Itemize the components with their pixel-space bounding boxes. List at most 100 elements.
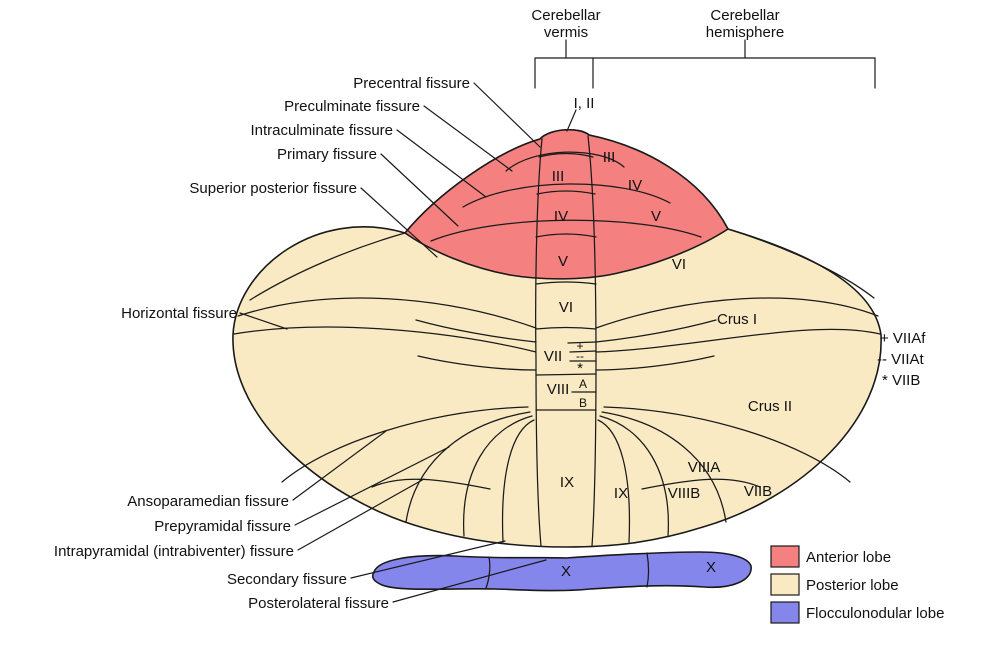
lobule-v-vermis-label: V xyxy=(558,253,568,270)
i-ii-leader-line xyxy=(566,109,577,132)
precentral-fissure-label: Precentral fissure xyxy=(353,75,470,92)
ansoparamedian-line-right xyxy=(603,406,851,483)
anterior-lobe-swatch xyxy=(770,545,800,568)
legend: Anterior lobe Posterior lobe Flocculonod… xyxy=(770,545,944,624)
precentral-fissure-line xyxy=(505,151,625,172)
vermis-right-edge xyxy=(587,135,597,547)
intrapyramidal-leader xyxy=(297,478,425,551)
vii-sublobule-key: + VIIAf -- VIIAt * VIIB xyxy=(877,330,926,389)
lobule-viii-label: VIII xyxy=(547,381,570,398)
vermis-line-vii-1 xyxy=(567,341,597,344)
lobule-viib-label: VIIB xyxy=(744,483,772,500)
key-viiat: -- VIIAt xyxy=(877,351,925,368)
viiib-boundary-left xyxy=(463,415,533,537)
horizontal-fissure-left xyxy=(233,326,537,353)
lobule-iv-hemisphere-label: IV xyxy=(628,177,642,194)
lobule-vii-label: VII xyxy=(544,348,562,365)
lobule-labels: I, II III III IV IV V V VI VI VII + -- *… xyxy=(544,95,792,580)
vii-plus-mark: + xyxy=(576,339,583,353)
prepyramidal-line-right xyxy=(601,411,727,523)
vii-hemisphere-line-right-1 xyxy=(595,319,717,343)
ix-boundary-right xyxy=(597,419,631,543)
vii-hemisphere-line-left-2 xyxy=(417,355,537,371)
posterolateral-fissure-label: Posterolateral fissure xyxy=(248,595,389,612)
primary-fissure-left xyxy=(249,232,406,301)
preculminate-fissure-label: Preculminate fissure xyxy=(284,98,420,115)
lobule-iii-hemisphere-label: III xyxy=(603,149,616,166)
vermis-line-superior-posterior xyxy=(535,326,597,330)
preculminate-leader xyxy=(423,105,513,172)
lobule-viiib-label: VIIIB xyxy=(668,485,701,502)
vermis-header-line1: Cerebellar xyxy=(531,7,600,24)
crus-ii-label: Crus II xyxy=(748,398,792,415)
flocculonodular-lobe-legend-label: Flocculonodular lobe xyxy=(806,605,944,622)
lobule-v-hemisphere-label: V xyxy=(651,208,661,225)
prepyramidal-fissure-label: Prepyramidal fissure xyxy=(154,518,291,535)
leader-lines xyxy=(239,82,547,603)
vermis-left-edge xyxy=(535,138,543,547)
posterior-lobe-swatch xyxy=(770,573,800,596)
lobule-ix-vermis-label: IX xyxy=(560,474,574,491)
lobule-ix-hemisphere-label: IX xyxy=(614,485,628,502)
ix-boundary-left xyxy=(501,419,535,543)
posterior-lobe-legend-label: Posterior lobe xyxy=(806,577,899,594)
preculminate-fissure-line xyxy=(462,183,671,208)
posterolateral-leader xyxy=(392,559,547,603)
vermis-line-primary xyxy=(535,281,597,285)
viii-b-label: B xyxy=(579,396,587,410)
lobule-x-hemisphere-label: X xyxy=(706,559,716,576)
vermis-header-line2: vermis xyxy=(544,24,588,41)
vermis-line-precentral xyxy=(538,152,594,158)
intraculminate-fissure-label: Intraculminate fissure xyxy=(250,122,393,139)
vermis-bracket xyxy=(534,39,594,89)
lobule-vi-vermis-label: VI xyxy=(559,299,573,316)
intrapyramidal-line-right xyxy=(641,478,761,490)
lobule-x-vermis-label: X xyxy=(561,563,571,580)
vii-hemisphere-line-right-2 xyxy=(595,355,715,371)
horizontal-fissure-label: Horizontal fissure xyxy=(121,305,237,322)
viii-a-label: A xyxy=(579,377,587,391)
primary-fissure-right xyxy=(727,228,875,299)
vermis-line-intraculminate xyxy=(535,233,597,238)
superior-posterior-fissure-right xyxy=(595,297,879,329)
horizontal-leader xyxy=(239,312,288,330)
fissure-labels: Precentral fissure Preculminate fissure … xyxy=(54,75,470,612)
intrapyramidal-fissure-label: Intrapyramidal (intrabiventer) fissure xyxy=(54,543,294,560)
secondary-leader xyxy=(350,540,506,579)
regions xyxy=(232,129,882,592)
vermis-line-vii-4 xyxy=(535,373,597,376)
intraculminate-fissure-line xyxy=(430,219,702,242)
ansoparamedian-fissure-label: Ansoparamedian fissure xyxy=(127,493,289,510)
flocculonodular-lobe-region xyxy=(371,551,752,592)
lobule-viiia-label: VIIIA xyxy=(688,459,721,476)
header-brackets xyxy=(534,39,876,132)
lobule-i-ii-label: I, II xyxy=(574,95,595,112)
lobule-iii-vermis-label: III xyxy=(552,168,565,185)
vii-star-mark: * xyxy=(577,360,583,377)
header-labels: Cerebellar vermis Cerebellar hemisphere xyxy=(531,7,784,41)
flocculonodular-divider-left xyxy=(485,556,491,589)
vermis-line-vii-2 xyxy=(569,350,597,353)
primary-fissure-label: Primary fissure xyxy=(277,146,377,163)
precentral-leader xyxy=(473,82,541,148)
intraculminate-leader xyxy=(396,129,487,198)
ansoparamedian-leader xyxy=(292,430,387,501)
hemisphere-header-line2: hemisphere xyxy=(706,24,784,41)
key-viib: * VIIB xyxy=(882,372,920,389)
superior-posterior-leader xyxy=(360,187,438,258)
primary-leader xyxy=(380,153,459,227)
key-viiaf: + VIIAf xyxy=(880,330,926,347)
crus-i-label: Crus I xyxy=(717,311,757,328)
anterior-lobe-legend-label: Anterior lobe xyxy=(806,549,891,566)
lobule-iv-vermis-label: IV xyxy=(554,208,568,225)
fissure-lines xyxy=(233,135,881,589)
viiib-boundary-right xyxy=(599,415,669,537)
vii-hemisphere-line-left-1 xyxy=(415,319,537,343)
hemisphere-header-line1: Cerebellar xyxy=(710,7,779,24)
prepyramidal-leader xyxy=(294,446,450,526)
superior-posterior-fissure-label: Superior posterior fissure xyxy=(189,180,357,197)
flocculonodular-divider-right xyxy=(646,552,650,588)
hemisphere-bracket xyxy=(592,39,876,89)
